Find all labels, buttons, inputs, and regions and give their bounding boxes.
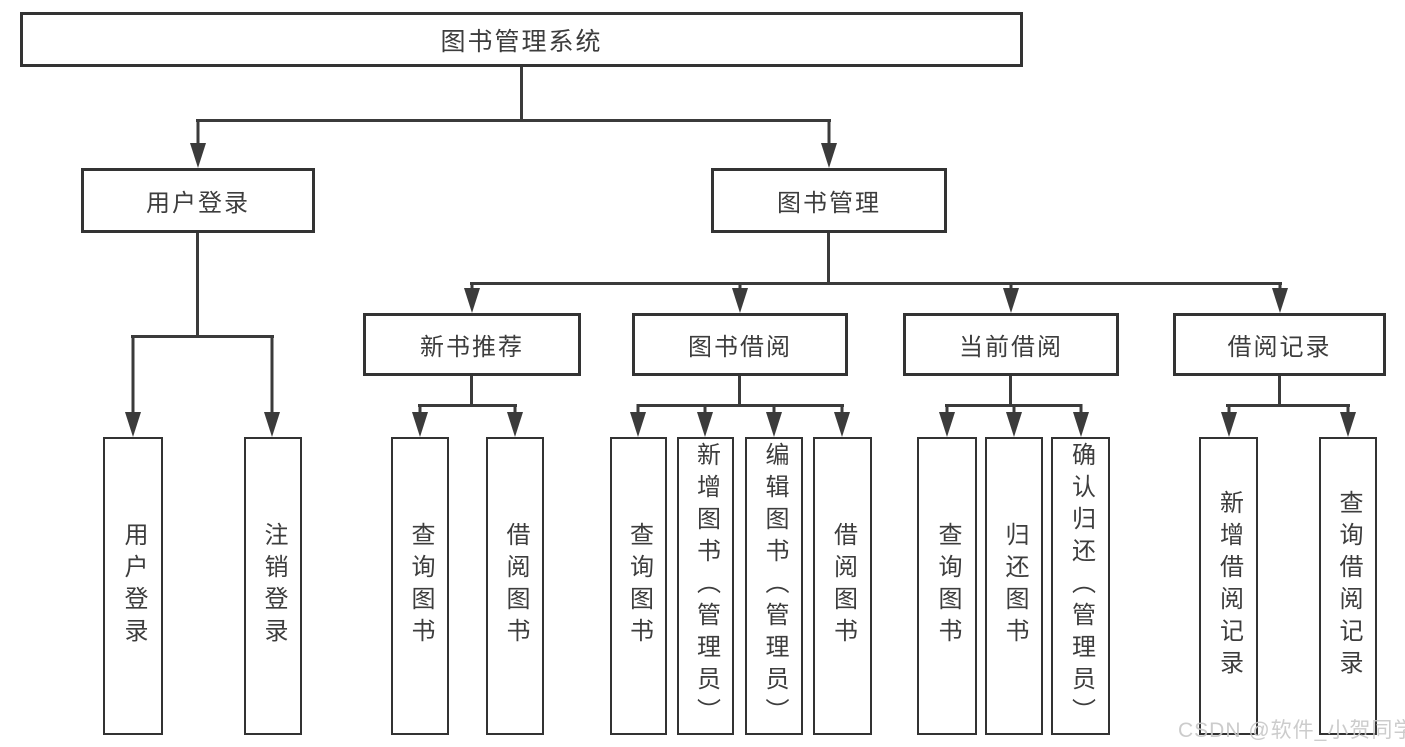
leaf-add-borrow-record: 新增借阅记录 [1199,437,1258,735]
connector-vline [738,376,741,407]
leaf-label: 用户登录 [120,522,147,650]
leaf-query-borrow-record: 查询借阅记录 [1319,437,1377,735]
arrow-down-icon [1003,282,1020,313]
leaf-query-books-recommend: 查询图书 [391,437,449,735]
arrow-down-icon [766,404,783,437]
arrow-down-icon [264,335,281,437]
arrow-down-icon [1272,282,1289,313]
leaf-query-books-borrowing: 查询图书 [610,437,667,735]
leaf-label: 注销登录 [260,522,287,650]
node-current-borrowing: 当前借阅 [903,313,1119,376]
leaf-add-books-admin: 新增图书（管理员） [677,437,734,735]
leaf-query-books-current: 查询图书 [917,437,977,735]
node-library-management-system: 图书管理系统 [20,12,1023,67]
leaf-return-books: 归还图书 [985,437,1043,735]
connector-vline [1009,376,1012,407]
leaf-label: 借阅图书 [829,522,857,650]
arrow-down-icon [630,404,647,437]
leaf-label: 查询图书 [625,522,653,650]
arrow-down-icon [834,404,851,437]
leaf-borrow-books-recommend: 借阅图书 [486,437,544,735]
connector-hline [1226,404,1350,407]
arrow-down-icon [1220,404,1237,437]
leaf-label: 新增图书（管理员） [692,442,720,730]
connector-vline [1278,376,1281,407]
connector-hline [196,119,831,122]
leaf-confirm-return-admin: 确认归还（管理员） [1051,437,1110,735]
node-borrowing-records: 借阅记录 [1173,313,1386,376]
node-book-borrowing: 图书借阅 [632,313,848,376]
arrow-down-icon [412,404,429,437]
arrow-down-icon [1340,404,1357,437]
node-new-book-recommendation: 新书推荐 [363,313,581,376]
arrow-down-icon [697,404,714,437]
connector-hline [418,404,517,407]
leaf-label: 归还图书 [1001,522,1028,650]
connector-hline [470,282,1282,285]
arrow-down-icon [1006,404,1023,437]
arrow-down-icon [821,119,838,168]
leaf-label: 查询借阅记录 [1335,490,1362,682]
leaf-label: 查询图书 [407,522,434,650]
leaf-label: 编辑图书（管理员） [761,442,788,730]
leaf-label: 确认归还（管理员） [1067,442,1095,730]
node-user-login: 用户登录 [81,168,315,233]
connector-hline [131,335,274,338]
connector-vline [196,233,199,337]
arrow-down-icon [125,335,142,437]
arrow-down-icon [732,282,749,313]
leaf-edit-books-admin: 编辑图书（管理员） [745,437,803,735]
leaf-borrow-books-borrowing: 借阅图书 [813,437,872,735]
leaf-user-login: 用户登录 [103,437,163,735]
arrow-down-icon [939,404,956,437]
watermark: CSDN @软件_小贺同学 [1178,719,1405,742]
connector-vline [520,67,523,121]
connector-vline [827,233,830,284]
leaf-label: 查询图书 [934,522,961,650]
arrow-down-icon [190,119,207,168]
arrow-down-icon [1073,404,1090,437]
connector-hline [637,404,844,407]
leaf-logout-login: 注销登录 [244,437,302,735]
leaf-label: 借阅图书 [502,522,529,650]
connector-vline [470,376,473,407]
node-book-management: 图书管理 [711,168,947,233]
arrow-down-icon [507,404,524,437]
leaf-label: 新增借阅记录 [1215,490,1243,682]
arrow-down-icon [464,282,481,313]
